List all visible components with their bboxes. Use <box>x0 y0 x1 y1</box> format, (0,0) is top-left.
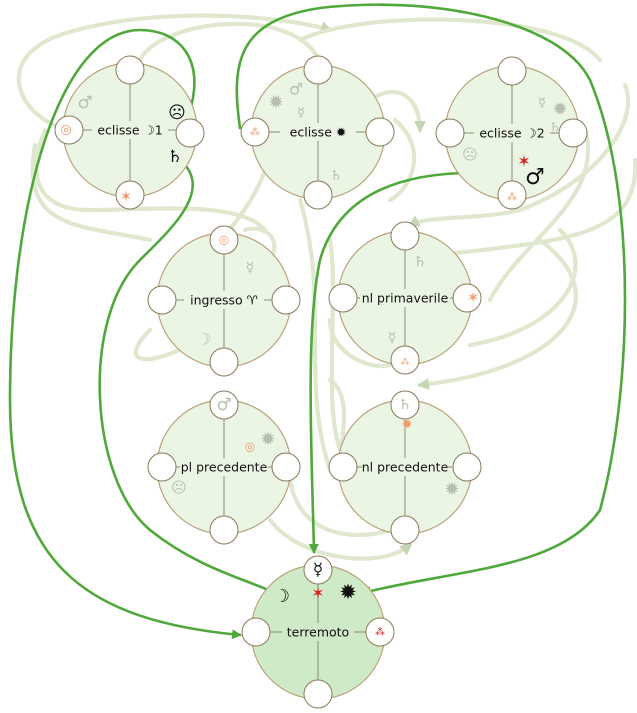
port-right[interactable] <box>271 285 301 315</box>
port-right[interactable] <box>452 283 482 313</box>
port-top[interactable] <box>303 555 333 585</box>
saturn-icon: ♄ <box>549 121 561 136</box>
port-left[interactable] <box>240 117 270 147</box>
sun-icon: ✹ <box>268 92 283 113</box>
mars-icon: ♂ <box>289 80 303 99</box>
node-eclisse-d2[interactable]: eclisse ☽2 ☿ ✹ ♄ ☹ ✶ ♂ ⁂ <box>435 56 588 210</box>
port-top[interactable] <box>115 55 145 85</box>
moon-icon: ☽ <box>197 330 211 349</box>
dots-icon: ⁂ <box>250 126 260 138</box>
port-right[interactable] <box>365 117 395 147</box>
face-icon: ☹ <box>462 146 478 164</box>
saturn-icon: ♄ <box>330 168 343 184</box>
port-top[interactable] <box>303 55 333 85</box>
saturn-icon: ♄ <box>413 253 426 271</box>
port-left[interactable] <box>328 452 358 482</box>
mercury-icon: ☿ <box>538 96 546 111</box>
spiral-icon: ◎ <box>60 123 71 138</box>
port-right[interactable] <box>271 452 301 482</box>
port-top[interactable] <box>390 221 420 251</box>
node-eclisse-sun[interactable]: eclisse ✹ ♂ ✹ ☿ ♄ ⁂ <box>240 55 395 210</box>
spiral-icon: ◎ <box>219 233 229 247</box>
node-label-nl-precedente: nl precedente <box>362 460 449 475</box>
mars-icon: ♂ <box>525 165 545 190</box>
port-bottom[interactable] <box>209 515 239 545</box>
mercury-icon: ☿ <box>297 106 305 121</box>
node-label-eclisse-d2: eclisse ☽2 <box>479 126 544 141</box>
sun-icon: ✹ <box>552 99 567 120</box>
port-bottom[interactable] <box>115 180 145 210</box>
port-top[interactable] <box>497 56 527 86</box>
port-right[interactable] <box>558 118 588 148</box>
mars-icon: ♂ <box>77 93 92 113</box>
dots-icon: ⁂ <box>375 626 385 638</box>
mercury-icon: ☿ <box>388 330 397 346</box>
port-left[interactable] <box>54 115 84 145</box>
port-bottom[interactable] <box>497 180 527 210</box>
dots-icon: ⁂ <box>401 357 410 368</box>
mercury-icon: ☿ <box>246 260 255 276</box>
port-top[interactable] <box>209 225 239 255</box>
node-label-nl-primaverile: nl primaverile <box>362 291 449 306</box>
star-icon: ✶ <box>467 289 480 307</box>
node-eclisse-d1[interactable]: eclisse ☽1 ♂ ☹ ♄ ◎ ✶ <box>54 55 205 210</box>
spiral-icon: ◎ <box>245 440 255 454</box>
node-label-terremoto: terremoto <box>287 625 349 640</box>
star-icon: ✶ <box>120 188 133 206</box>
sun-icon: ✹ <box>402 418 413 433</box>
port-right[interactable] <box>175 118 205 148</box>
saturn-icon: ♄ <box>167 147 182 167</box>
port-right[interactable] <box>365 617 395 647</box>
node-ingresso-aries[interactable]: ingresso ♈ ◎ ☿ ☽ <box>147 225 301 377</box>
port-bottom[interactable] <box>303 180 333 210</box>
port-left[interactable] <box>435 118 465 148</box>
port-left[interactable] <box>241 617 271 647</box>
mercury-icon: ☿ <box>313 560 323 580</box>
port-top[interactable] <box>390 390 420 420</box>
port-left[interactable] <box>147 452 177 482</box>
sun-icon: ✹ <box>339 580 357 604</box>
port-top[interactable] <box>209 390 239 420</box>
mars-icon: ♂ <box>216 395 231 415</box>
star-icon: ✶ <box>311 584 324 603</box>
dots-icon: ⁂ <box>507 191 517 203</box>
sun-icon: ✹ <box>444 479 459 500</box>
face-icon: ☹ <box>171 479 187 497</box>
port-bottom[interactable] <box>390 345 420 375</box>
port-bottom[interactable] <box>209 347 239 377</box>
port-bottom[interactable] <box>390 515 420 545</box>
port-bottom[interactable] <box>303 679 333 709</box>
port-left[interactable] <box>147 285 177 315</box>
node-pl-precedente[interactable]: pl precedente ♂ ✹ ◎ ☹ <box>147 390 301 545</box>
node-nl-precedente[interactable]: nl precedente ♄ ✹ ✹ <box>328 390 482 545</box>
node-nl-primaverile[interactable]: nl primaverile ♄ ✶ ☿ ⁂ <box>328 221 482 375</box>
star-icon: ✶ <box>517 152 530 171</box>
faint-links <box>16 13 637 561</box>
saturn-icon: ♄ <box>398 396 411 414</box>
port-right[interactable] <box>452 452 482 482</box>
port-left[interactable] <box>328 283 358 313</box>
strong-links <box>8 3 627 640</box>
sun-icon: ✹ <box>260 429 275 450</box>
face-icon: ☹ <box>168 103 186 123</box>
node-label-eclisse-d1: eclisse ☽1 <box>97 123 162 138</box>
moon-icon: ☽ <box>274 586 290 607</box>
node-label-ingresso-aries: ingresso ♈ <box>190 293 258 308</box>
node-label-pl-precedente: pl precedente <box>181 460 268 475</box>
node-terremoto[interactable]: terremoto ☿ ✹ ✶ ☽ ⁂ <box>241 555 395 709</box>
node-label-eclisse-sun: eclisse ✹ <box>290 125 347 140</box>
